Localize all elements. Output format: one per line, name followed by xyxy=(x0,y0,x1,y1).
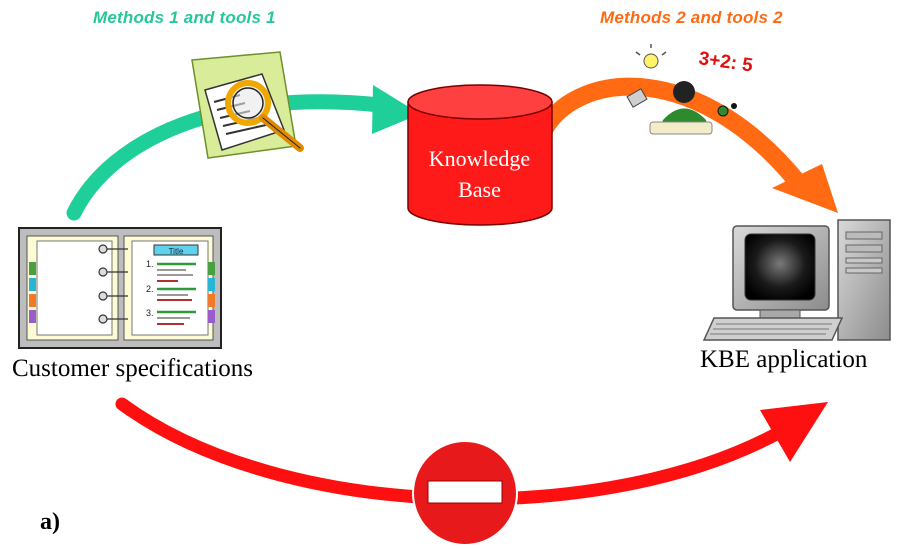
binder-tab-title: Title xyxy=(169,247,184,256)
knowledge-base-label-line1: Knowledge xyxy=(428,146,531,171)
knowledge-base-label-line2: Base xyxy=(458,177,501,202)
binder-item-1-number: 1. xyxy=(146,259,154,269)
arrow-orange-kb-to-kbe xyxy=(536,77,838,213)
specification-binder-icon: Title 1. 2. 3. xyxy=(18,227,222,349)
kbe-application-label: KBE application xyxy=(700,346,868,373)
methods-1-heading: Methods 1 and tools 1 xyxy=(93,8,276,27)
arrow-green-specs-to-kb xyxy=(66,85,420,221)
computer-workstation-icon xyxy=(702,219,891,341)
customer-specifications-label: Customer specifications xyxy=(12,355,253,382)
binder-item-2-number: 2. xyxy=(146,284,154,294)
knowledge-base-label: Knowledge Base xyxy=(408,143,551,205)
magnifier-document-icon xyxy=(191,51,304,159)
no-entry-sign-icon xyxy=(412,440,518,546)
knowledge-base-database xyxy=(407,84,553,226)
binder-item-3-number: 3. xyxy=(146,308,154,318)
clipart-math-text: 3+2: 5 xyxy=(697,48,754,76)
figure-label: a) xyxy=(40,509,60,535)
methods-2-heading: Methods 2 and tools 2 xyxy=(600,8,783,27)
